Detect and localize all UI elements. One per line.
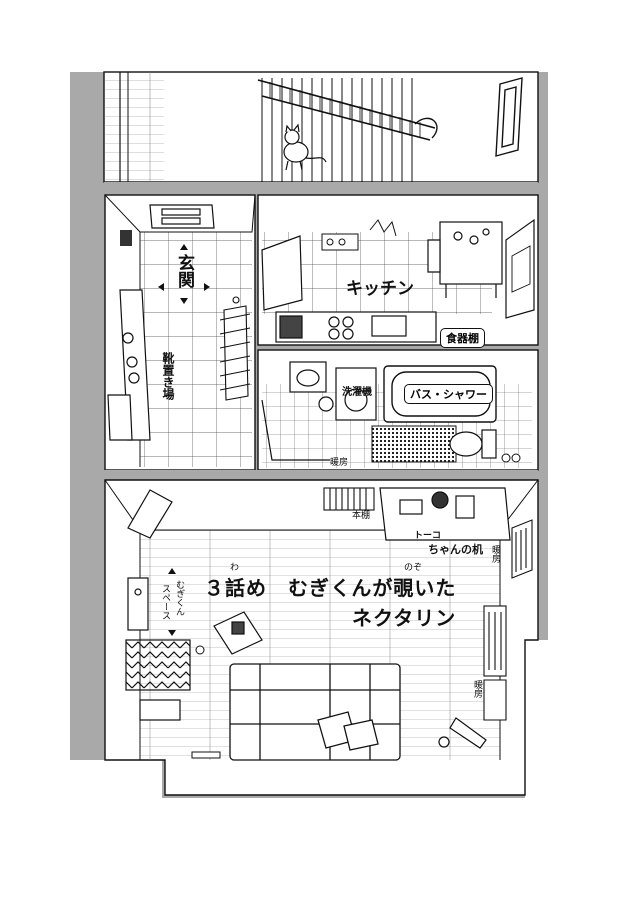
kitchen-counter [275,311,437,343]
label-cupboard: 食器棚 [440,328,485,348]
bookshelf [323,487,375,511]
kitchen-wall-shelf [321,219,397,251]
bath-mat [371,425,457,463]
bath-sink [289,361,334,412]
kitchen-fridge [261,235,303,311]
label-shoe-area: 靴置き場 [161,352,175,400]
title-ruby-wa: わ [230,563,240,573]
label-entrance: 玄関 [174,254,194,288]
sofa [229,663,401,761]
label-mugi-name: むぎくん [174,580,184,616]
chapter-title-line2: ネクタリン [352,606,457,630]
front-door [149,204,215,229]
coat-rack [219,296,251,401]
wall-switch [120,230,132,246]
shoe-bench [107,289,151,441]
toilet [449,429,497,459]
living-cabinet [127,489,173,539]
label-heater-right-bottom: 暖房 [472,680,482,698]
label-kitchen: キッチン [346,279,414,299]
label-bookshelf: 本棚 [352,511,371,521]
label-washer: 洗濯機 [342,387,372,398]
title-ruby-nozo: のぞ [404,563,423,573]
kitchen-table [427,221,503,298]
kitchen-room [257,194,539,346]
stairwell [103,71,539,183]
label-desk: ちゃんの机 [428,543,483,556]
window-top-right [495,77,523,157]
heater-right-top [511,519,533,579]
floor-basket [213,611,263,655]
label-heater-right-top: 暖房 [490,545,500,563]
living-room [104,479,539,796]
cat-on-stairs [283,123,327,171]
toko-desk [379,487,511,541]
chapter-title-line1: ３話め むぎくんが覗いた [204,576,457,600]
label-desk-name: トーコ [414,531,442,541]
cat-space [125,577,191,721]
label-mugi-space: スペース [160,584,170,620]
vacuum-cleaner [438,717,487,749]
bath-room [257,349,539,471]
entrance-arrows [158,244,210,304]
entrance-room [104,194,256,471]
label-bath: バス・シャワー [404,384,493,404]
cupboard-cabinet [505,218,535,319]
heater-right-bottom [483,605,507,721]
mugi-space-arrows [168,568,176,636]
label-heater-bath: 暖房 [330,458,349,468]
washing-machine [335,367,377,421]
